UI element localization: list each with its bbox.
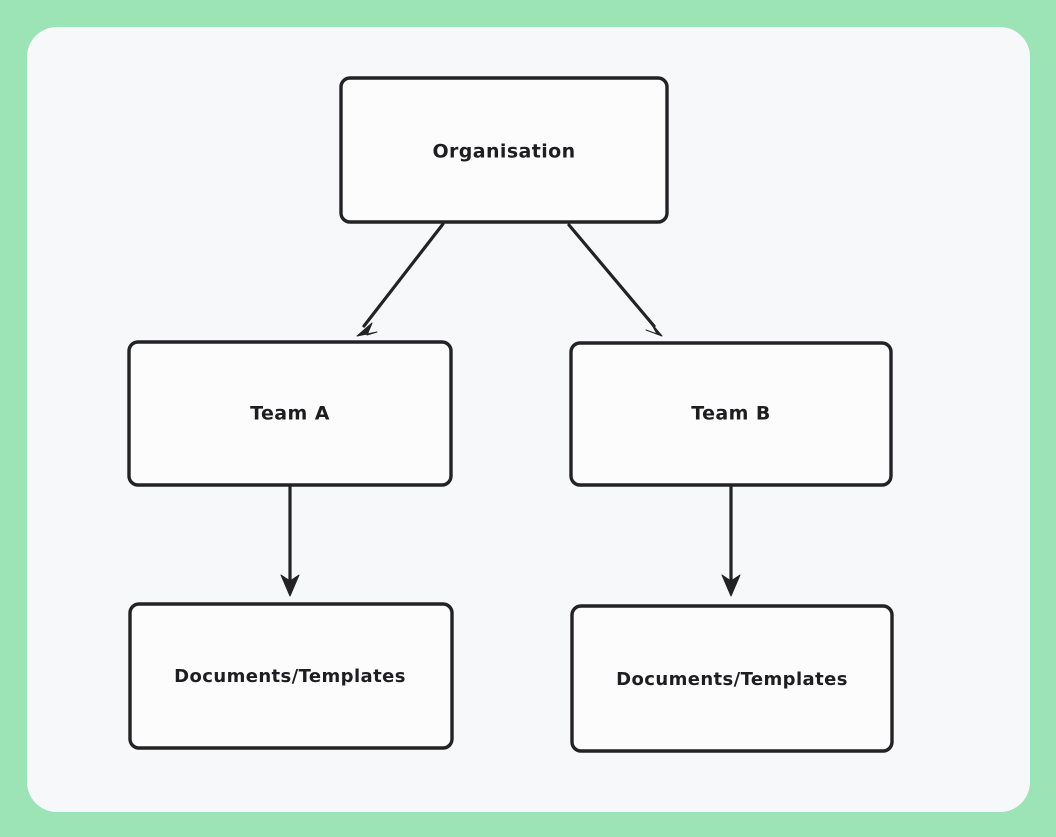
arrowhead-org-team-b [645, 322, 663, 337]
node-team-b-label: Team B [691, 403, 770, 425]
node-organisation-box[interactable] [339, 76, 669, 224]
node-team-a[interactable]: Team A [127, 340, 453, 487]
node-docs-a[interactable]: Documents/Templates [128, 602, 454, 750]
node-docs-b-label: Documents/Templates [616, 669, 848, 690]
node-docs-b-box[interactable] [570, 604, 894, 753]
node-team-a-label: Team A [250, 403, 330, 425]
edge-line-org-team-a [362, 222, 445, 328]
node-team-a-box[interactable] [127, 340, 453, 487]
node-organisation[interactable]: Organisation [339, 76, 669, 224]
node-organisation-label: Organisation [432, 141, 575, 163]
node-docs-a-label: Documents/Templates [174, 666, 406, 687]
node-team-b-box[interactable] [569, 341, 893, 487]
arrowhead-team-a-docs [280, 574, 300, 597]
node-docs-b[interactable]: Documents/Templates [570, 604, 894, 753]
edge-line-org-team-b [567, 223, 656, 328]
node-docs-a-box[interactable] [128, 602, 454, 750]
edge-team-a-to-docs-a [280, 484, 300, 597]
edge-organisation-to-team-b [567, 223, 663, 337]
edge-organisation-to-team-a [356, 222, 445, 337]
arrowhead-team-b-docs [721, 574, 741, 597]
node-team-b[interactable]: Team B [569, 341, 893, 487]
edge-team-b-to-docs-b [721, 484, 741, 597]
arrowhead-org-team-a [356, 322, 378, 337]
